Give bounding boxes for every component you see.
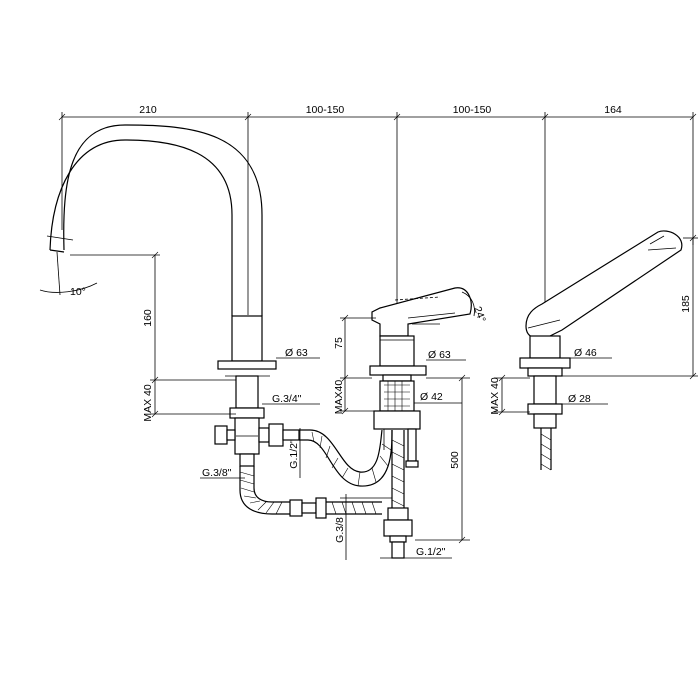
top-dimension-line — [58, 112, 697, 345]
g12-bottom-label: G.1/2" — [416, 546, 446, 558]
dia63-spout-label: Ø 63 — [285, 347, 308, 359]
dim-max40-mid — [340, 377, 376, 415]
g38-label: G.3/8" — [202, 467, 232, 479]
angle-10-label: 10° — [70, 286, 86, 298]
spout-body — [217, 315, 277, 419]
dim-500 — [415, 374, 470, 544]
dim-max40-right — [494, 374, 530, 416]
dim-75-label: 75 — [333, 337, 345, 349]
hose-left-down — [239, 466, 382, 519]
dim-75 — [340, 314, 376, 382]
g12-vertical-label: G.1/2" — [288, 439, 300, 469]
g38-vertical-label: G.3/8 — [334, 517, 346, 543]
dim-g38-vertical — [340, 494, 392, 560]
dim-500-label: 500 — [449, 451, 461, 469]
g34-label: G.3/4" — [272, 393, 302, 405]
dia28-label: Ø 28 — [568, 393, 591, 405]
max40-mid-label: MAX40 — [333, 380, 345, 415]
dia63-mixer-label: Ø 63 — [428, 349, 451, 361]
angle-24-label: 24° — [471, 305, 488, 324]
hose-connecting — [299, 429, 393, 487]
dim-164-label: 164 — [604, 104, 622, 116]
dim-max40-left — [150, 379, 236, 418]
dim-160-label: 160 — [142, 309, 154, 327]
dim-185 — [560, 234, 698, 380]
max40-left-label: MAX 40 — [142, 384, 154, 422]
dim-185-label: 185 — [680, 295, 692, 313]
hose-mixer-down — [383, 430, 413, 559]
mixer — [369, 287, 472, 468]
max40-right-label: MAX 40 — [489, 377, 501, 415]
valve-block — [214, 417, 300, 467]
dim-210-label: 210 — [139, 104, 157, 116]
dim-100-150-label-a: 100-150 — [306, 104, 345, 116]
hand-shower — [519, 230, 683, 471]
angle-24-arc — [461, 291, 475, 317]
dia42-label: Ø 42 — [420, 391, 443, 403]
spout — [39, 124, 263, 316]
dia46-label: Ø 46 — [574, 347, 597, 359]
dim-100-150-label-b: 100-150 — [453, 104, 492, 116]
